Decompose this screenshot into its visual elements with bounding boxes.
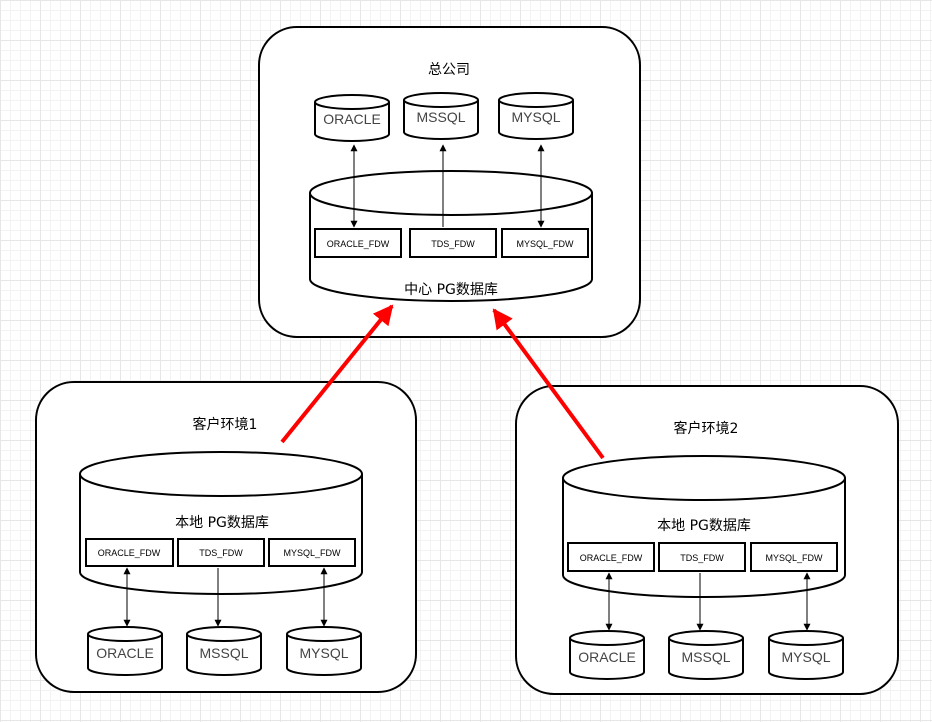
client2-title: 客户环境2	[674, 420, 739, 437]
hq-db-mssql-label: MSSQL	[416, 109, 465, 125]
client2-fdw-mysql[interactable]: MYSQL_FDW	[750, 542, 838, 572]
hq-container[interactable]: 总公司 ORACLE MSSQL MYSQL 中心 PG数据库 ORACLE_F…	[258, 26, 641, 338]
client1-title: 客户环境1	[193, 416, 258, 433]
client1-pg-label: 本地 PG数据库	[175, 515, 269, 531]
client1-db-mssql[interactable]: MSSQL	[186, 626, 262, 676]
client2-container[interactable]: 客户环境2 本地 PG数据库 ORACLE_FDW TDS_FDW MYSQL_…	[515, 385, 899, 695]
client2-to-hq-sync-arrow	[492, 308, 605, 460]
client1-db-oracle[interactable]: ORACLE	[87, 626, 163, 676]
hq-db-mysql[interactable]: MYSQL	[498, 92, 574, 140]
client1-to-hq-sync-arrow	[280, 304, 394, 444]
client2-db-oracle[interactable]: ORACLE	[569, 630, 645, 680]
client2-db-mysql-label: MYSQL	[781, 649, 830, 665]
client1-db-mysql[interactable]: MYSQL	[286, 626, 362, 676]
client2-db-mysql[interactable]: MYSQL	[768, 630, 844, 680]
client2-db-mssql[interactable]: MSSQL	[668, 630, 744, 680]
hq-fdw-oracle-label: ORACLE_FDW	[327, 239, 390, 249]
client2-fdw-mysql-label: MYSQL_FDW	[765, 553, 823, 563]
hq-title: 总公司	[428, 62, 470, 78]
client1-fdw-tds[interactable]: TDS_FDW	[177, 538, 265, 567]
hq-db-oracle-label: ORACLE	[323, 111, 381, 127]
hq-fdw-oracle[interactable]: ORACLE_FDW	[314, 228, 402, 258]
client2-fdw-oracle-label: ORACLE_FDW	[580, 553, 643, 563]
client1-pg-database[interactable]: 本地 PG数据库	[79, 451, 363, 595]
hq-fdw-tds[interactable]: TDS_FDW	[409, 228, 497, 258]
client1-fdw-oracle-label: ORACLE_FDW	[98, 548, 161, 558]
hq-fdw-mysql-label: MYSQL_FDW	[516, 239, 574, 249]
client2-fdw-oracle[interactable]: ORACLE_FDW	[567, 542, 655, 572]
client1-fdw-oracle[interactable]: ORACLE_FDW	[85, 538, 174, 567]
hq-pg-label: 中心 PG数据库	[404, 282, 498, 298]
client1-fdw-tds-label: TDS_FDW	[199, 548, 243, 558]
client2-pg-label: 本地 PG数据库	[657, 518, 751, 534]
hq-db-oracle[interactable]: ORACLE	[314, 94, 390, 142]
hq-fdw-mysql[interactable]: MYSQL_FDW	[501, 228, 589, 258]
client2-fdw-tds[interactable]: TDS_FDW	[658, 542, 746, 572]
client2-db-oracle-label: ORACLE	[578, 649, 636, 665]
client1-container[interactable]: 客户环境1 本地 PG数据库 ORACLE_FDW TDS_FDW MYSQL_…	[35, 381, 417, 693]
client1-db-oracle-label: ORACLE	[96, 645, 154, 661]
client1-db-mysql-label: MYSQL	[299, 645, 348, 661]
client1-fdw-mysql[interactable]: MYSQL_FDW	[268, 538, 356, 567]
client1-fdw-mysql-label: MYSQL_FDW	[283, 548, 341, 558]
client2-db-mssql-label: MSSQL	[681, 649, 730, 665]
hq-db-mysql-label: MYSQL	[511, 109, 560, 125]
client2-fdw-tds-label: TDS_FDW	[680, 553, 724, 563]
hq-db-mssql[interactable]: MSSQL	[403, 92, 479, 140]
client1-db-mssql-label: MSSQL	[199, 645, 248, 661]
hq-fdw-tds-label: TDS_FDW	[431, 239, 475, 249]
client2-pg-database[interactable]: 本地 PG数据库	[562, 455, 846, 598]
